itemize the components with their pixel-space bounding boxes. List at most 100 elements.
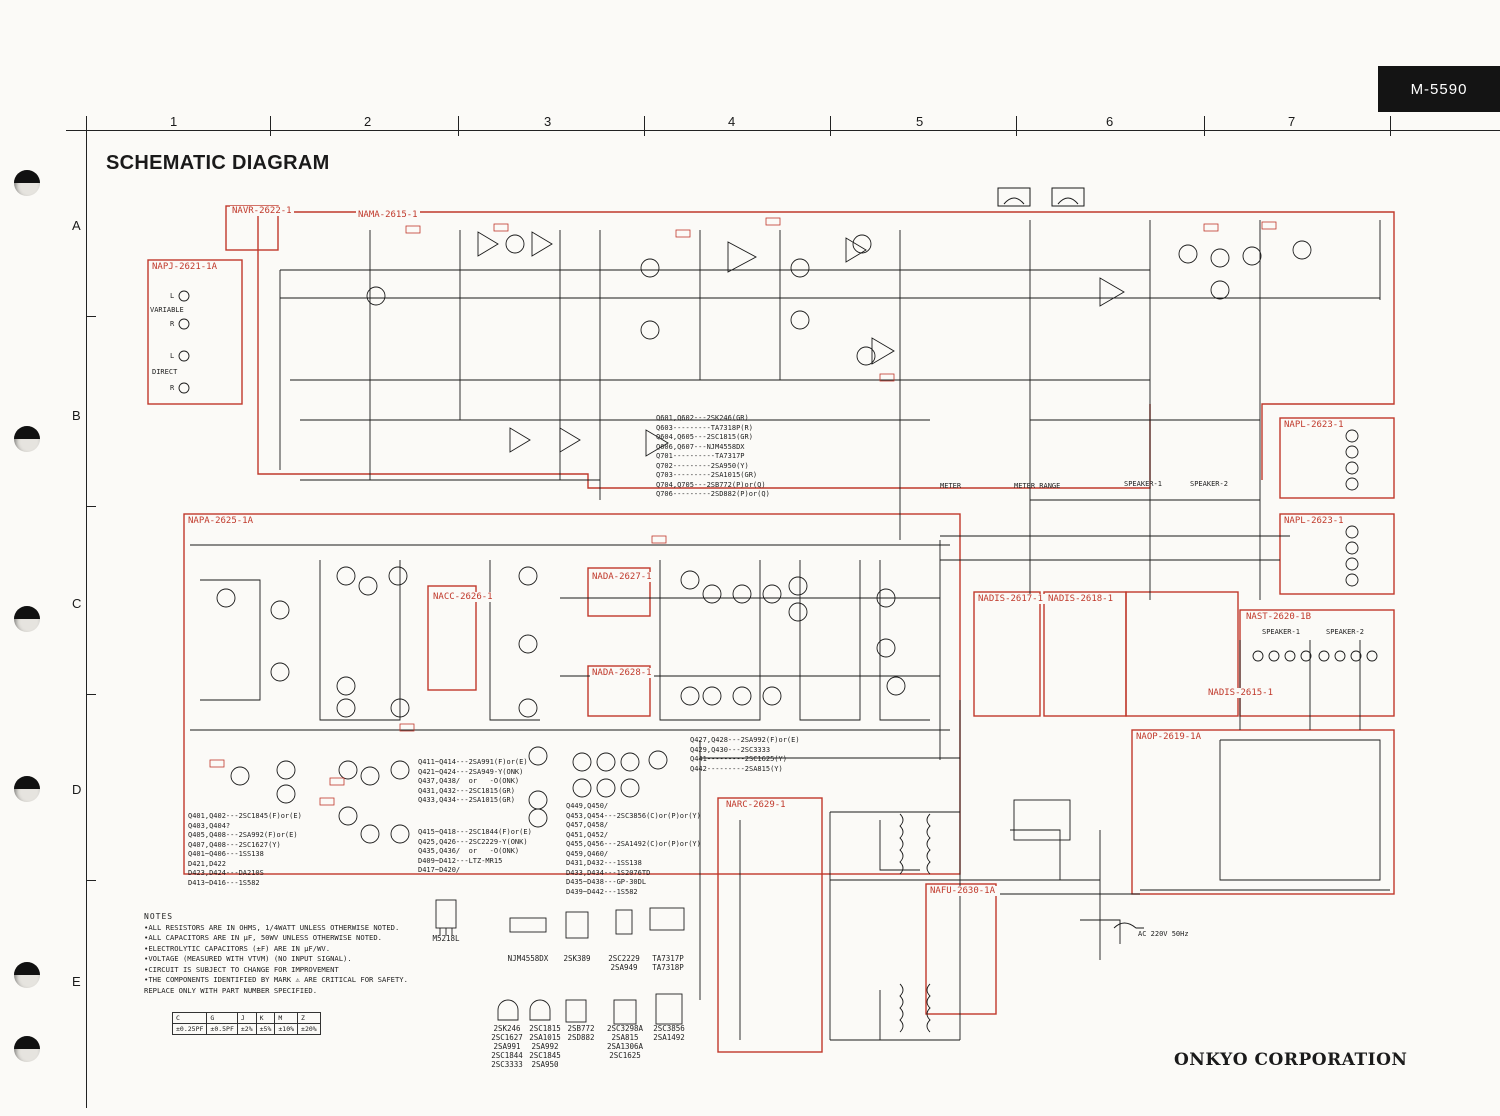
package-label: 2SC2229 2SA949 bbox=[608, 954, 640, 972]
board-label: NADA-2628-1 bbox=[590, 668, 654, 678]
board-label: NARC-2629-1 bbox=[724, 800, 788, 810]
board-label: NAPL-2623-1 bbox=[1282, 516, 1346, 526]
note-line: REPLACE ONLY WITH PART NUMBER SPECIFIED. bbox=[144, 985, 318, 995]
note-line: •ELECTROLYTIC CAPACITORS (±F) ARE IN μF/… bbox=[144, 943, 331, 953]
jack-label-r: R bbox=[170, 384, 175, 392]
board-outline-nada2 bbox=[587, 665, 651, 717]
parts-list-q415: Q415~Q418---2SC1844(F)or(E) Q425,Q426---… bbox=[418, 828, 532, 874]
tolerance-value: ±5% bbox=[255, 1023, 276, 1035]
input-label-direct: DIRECT bbox=[152, 368, 178, 376]
parts-list-q401: Q401,Q402---2SC1845(F)or(E) Q403,Q404? Q… bbox=[188, 812, 302, 887]
package-label: NJM4558DX bbox=[507, 954, 549, 963]
board-label: NADIS-2617-1 bbox=[976, 594, 1046, 604]
transformer-symbols bbox=[899, 799, 1144, 1033]
punch-hole bbox=[14, 962, 40, 988]
note-line: •ALL RESISTORS ARE IN OHMS, 1/4WATT UNLE… bbox=[144, 922, 400, 932]
board-label: NAPA-2625-1A bbox=[186, 516, 256, 526]
column-number: 1 bbox=[170, 114, 178, 129]
parts-list-q601: Q601,Q602---2SK246(GR) Q603---------TA73… bbox=[656, 414, 770, 498]
wiring bbox=[190, 220, 1390, 1041]
board-label: NADA-2627-1 bbox=[590, 572, 654, 582]
parts-list-q449: Q449,Q450/ Q453,Q454---2SC3856(C)or(P)or… bbox=[566, 802, 701, 896]
note-line: •CIRCUIT IS SUBJECT TO CHANGE FOR IMPROV… bbox=[144, 964, 339, 974]
parts-list-q411: Q411~Q414---2SA991(F)or(E) Q421~Q424---2… bbox=[418, 758, 528, 804]
board-label: NAPJ-2621-1A bbox=[150, 262, 220, 272]
board-outline-nadis1 bbox=[973, 591, 1041, 717]
board-outline-napl2 bbox=[1279, 513, 1395, 595]
board-label: NADIS-2615-1 bbox=[1206, 688, 1276, 698]
board-outline-nada1 bbox=[587, 567, 651, 617]
jack-label-l: L bbox=[170, 352, 175, 360]
column-number: 4 bbox=[728, 114, 736, 129]
package-label: 2SB772 2SD882 bbox=[567, 1024, 595, 1042]
note-line: •VOLTAGE (MEASURED WITH VTVM) (NO INPUT … bbox=[144, 954, 352, 963]
board-outline-napl1 bbox=[1279, 417, 1395, 499]
row-letter: D bbox=[72, 782, 82, 797]
column-number: 6 bbox=[1106, 114, 1114, 129]
package-label: 2SC1815 2SA1015 2SA992 2SC1845 2SA950 bbox=[529, 1024, 561, 1069]
board-label: NAVR-2622-1 bbox=[230, 206, 294, 216]
tolerance-code: C bbox=[171, 1012, 208, 1024]
column-grid: 1 2 3 4 5 6 7 bbox=[66, 114, 1500, 136]
board-outline-nafu bbox=[925, 883, 997, 1015]
jack-label-l: L bbox=[170, 292, 175, 300]
board-outline-nacc bbox=[427, 585, 477, 691]
tolerance-code: J bbox=[236, 1012, 257, 1024]
tolerance-value: ±10% bbox=[274, 1023, 299, 1035]
tolerance-code: K bbox=[255, 1012, 276, 1024]
tolerance-code: Z bbox=[297, 1012, 321, 1024]
package-label: 2SK389 bbox=[563, 954, 591, 963]
package-label: M5218L bbox=[432, 934, 460, 943]
meter-switch-label: METER bbox=[940, 482, 962, 490]
model-number-tag: M-5590 bbox=[1378, 66, 1500, 112]
board-outline-nama bbox=[258, 211, 1395, 480]
punch-hole bbox=[14, 1036, 40, 1062]
meter-symbols bbox=[997, 187, 1085, 207]
package-label: TA7317P TA7318P bbox=[652, 954, 684, 972]
punch-hole bbox=[14, 606, 40, 632]
diagram-title: SCHEMATIC DIAGRAM bbox=[106, 152, 330, 174]
column-number: 5 bbox=[916, 114, 924, 129]
opamp-symbols bbox=[477, 231, 1125, 457]
tolerance-code: M bbox=[274, 1012, 299, 1024]
board-label: NAOP-2619-1A bbox=[1134, 732, 1204, 742]
input-jacks bbox=[178, 290, 190, 394]
board-label: NAPL-2623-1 bbox=[1282, 420, 1346, 430]
parts-list-q427: Q427,Q428---2SA992(F)or(E) Q429,Q430---2… bbox=[690, 736, 800, 773]
speaker2-terminal-label: SPEAKER-2 bbox=[1326, 628, 1364, 636]
punch-hole bbox=[14, 170, 40, 196]
board-label: NAST-2620-1B bbox=[1244, 612, 1314, 622]
speaker1-terminal-label: SPEAKER-1 bbox=[1262, 628, 1300, 636]
speaker1-switch-label: SPEAKER-1 bbox=[1124, 480, 1162, 488]
voltage-tags bbox=[209, 217, 1277, 806]
tolerance-value: ±0.5PF bbox=[206, 1023, 238, 1035]
board-outline-napa bbox=[183, 513, 961, 875]
row-letter: B bbox=[72, 408, 81, 423]
board-outline-napj bbox=[147, 259, 243, 405]
package-label: 2SK246 2SC1627 2SA991 2SC1844 2SC3333 bbox=[491, 1024, 523, 1069]
package-label: 2SC3298A 2SA815 2SA1306A 2SC1625 bbox=[606, 1024, 644, 1060]
board-label: NADIS-2618-1 bbox=[1046, 594, 1116, 604]
speaker-terminal-symbols bbox=[1252, 650, 1378, 662]
tolerance-value: ±20% bbox=[297, 1023, 321, 1035]
board-outline-narc bbox=[717, 797, 823, 1053]
input-label-variable: VARIABLE bbox=[150, 306, 184, 314]
tolerance-value: ±0.25PF bbox=[171, 1023, 208, 1035]
board-label: NAMA-2615-1 bbox=[356, 210, 420, 220]
transistor-symbols bbox=[216, 234, 1312, 844]
note-line: •THE COMPONENTS IDENTIFIED BY MARK ⚠ ARE… bbox=[144, 975, 408, 984]
package-label: 2SC3856 2SA1492 bbox=[653, 1024, 685, 1042]
column-number: 2 bbox=[364, 114, 372, 129]
notes-heading: NOTES bbox=[144, 912, 174, 921]
ac-power-label: AC 220V 50Hz bbox=[1138, 930, 1189, 938]
board-outlines bbox=[147, 205, 1395, 1053]
board-label: NACC-2626-1 bbox=[431, 592, 495, 602]
company-name: ONKYO CORPORATION bbox=[1174, 1050, 1408, 1070]
notes-block: NOTES •ALL RESISTORS ARE IN OHMS, 1/4WAT… bbox=[144, 912, 408, 996]
speaker2-switch-label: SPEAKER-2 bbox=[1190, 480, 1228, 488]
board-outline-naop bbox=[1131, 729, 1395, 895]
punch-hole bbox=[14, 776, 40, 802]
board-label: NAFU-2630-1A bbox=[928, 886, 998, 896]
